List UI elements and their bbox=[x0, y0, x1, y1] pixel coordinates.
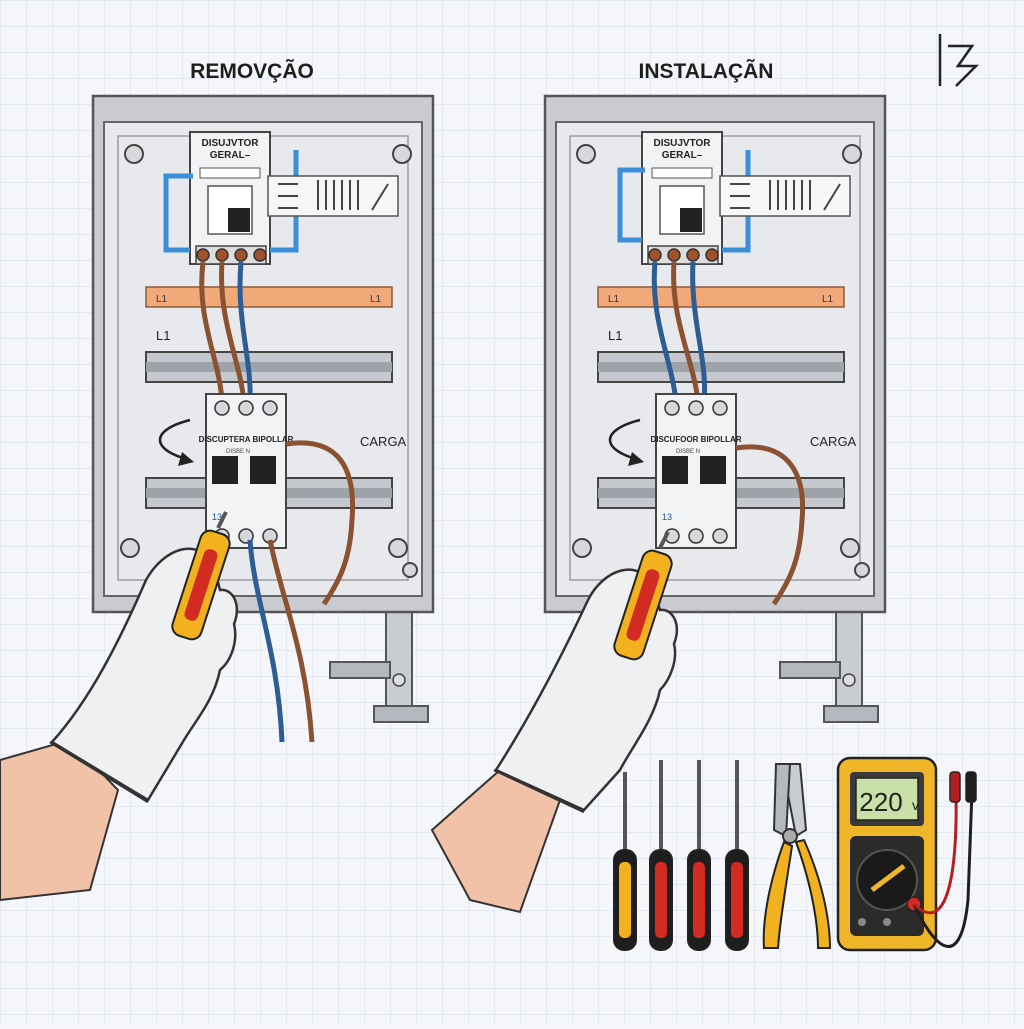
main-breaker-label: DISUJVTOR bbox=[201, 138, 259, 149]
bracket-arm bbox=[329, 661, 391, 679]
panel-installation: DISUJVTOR GERAL– L1 L1 L1 bbox=[430, 94, 887, 914]
main-breaker-label-2: GERAL– bbox=[210, 150, 251, 161]
bipolar-breaker-label: DISCUPTERA BIPOLLAR bbox=[199, 435, 294, 444]
main-breaker-switch bbox=[680, 208, 702, 232]
multimeter-screen bbox=[855, 777, 919, 821]
wire-brown-1 bbox=[671, 261, 701, 403]
wire-blue-1 bbox=[651, 261, 679, 403]
bracket-foot bbox=[373, 705, 429, 723]
bracket-screw bbox=[842, 673, 856, 687]
bipolar-breaker-label: DISCUFOOR BIPOLLAR bbox=[650, 435, 741, 444]
main-breaker-label: DISUJVTOR bbox=[653, 138, 711, 149]
feed-wire-blue bbox=[617, 167, 645, 243]
bracket-foot bbox=[823, 705, 879, 723]
rotation-arrow bbox=[158, 418, 191, 462]
bipolar-breaker-sublabel: DISBE N bbox=[676, 449, 700, 455]
main-breaker-switch bbox=[228, 208, 250, 232]
bracket-arm bbox=[779, 661, 841, 679]
panel-removal: DISUJVTOR GERAL– L1 L1 L1 bbox=[0, 94, 435, 902]
busbar-label-left: L1 bbox=[156, 294, 168, 305]
wire-brown-1 bbox=[199, 261, 225, 403]
multimeter-unit: v bbox=[912, 797, 919, 813]
wire-brown-2 bbox=[219, 261, 247, 403]
multimeter: 220 v bbox=[836, 756, 977, 952]
main-breaker-terminals bbox=[196, 248, 267, 262]
busbar-label-right: L1 bbox=[370, 294, 382, 305]
load-label: CARGA bbox=[810, 434, 857, 449]
bipolar-switch-left bbox=[212, 456, 238, 484]
wire-blue-1 bbox=[237, 261, 253, 403]
tools-set: 220 v bbox=[613, 756, 977, 952]
bracket-screw bbox=[392, 673, 406, 687]
multimeter-reading: 220 bbox=[859, 787, 902, 817]
hanging-wire-brown bbox=[267, 539, 315, 743]
screwdriver-4 bbox=[725, 760, 749, 951]
bipolar-switch-right bbox=[700, 456, 726, 484]
feed-wire-blue bbox=[163, 173, 193, 253]
phase-label: L1 bbox=[156, 328, 170, 343]
busbar bbox=[597, 286, 845, 308]
rotation-arrow bbox=[608, 418, 641, 462]
screwdriver-2 bbox=[649, 760, 673, 951]
main-breaker-label-2: GERAL– bbox=[662, 150, 703, 161]
bipolar-switch-right bbox=[250, 456, 276, 484]
busbar-label-right: L1 bbox=[822, 294, 834, 305]
phase-label: L1 bbox=[608, 328, 622, 343]
gloved-hand-screwdriver bbox=[0, 511, 239, 902]
hanging-wire-blue bbox=[247, 539, 285, 743]
panel-heading-installation: INSTALAÇÃN bbox=[639, 60, 774, 83]
busbar bbox=[145, 286, 393, 308]
gloved-hand-screwdriver bbox=[430, 531, 679, 914]
probe-black bbox=[912, 789, 974, 948]
load-wire bbox=[285, 440, 356, 606]
enclosure-screws bbox=[120, 144, 418, 578]
screwdriver-3 bbox=[687, 760, 711, 951]
panel-heading-removal: REMOVÇÃO bbox=[190, 60, 314, 83]
bipolar-breaker-tag: 13 bbox=[662, 512, 672, 522]
screwdriver-1 bbox=[613, 772, 637, 951]
bipolar-switch-left bbox=[662, 456, 688, 484]
bipolar-breaker-sublabel: DISBE N bbox=[226, 449, 250, 455]
wire-blue-2 bbox=[690, 261, 708, 403]
main-breaker-terminals bbox=[648, 248, 719, 262]
enclosure-screws bbox=[572, 144, 870, 578]
busbar-label-left: L1 bbox=[608, 294, 620, 305]
bipolar-breaker-tag: 13 bbox=[212, 512, 222, 522]
load-wire bbox=[735, 444, 806, 606]
lightning-bolt-icon bbox=[938, 34, 980, 87]
load-label: CARGA bbox=[360, 434, 407, 449]
probe-red bbox=[912, 789, 958, 915]
pliers bbox=[762, 763, 832, 949]
